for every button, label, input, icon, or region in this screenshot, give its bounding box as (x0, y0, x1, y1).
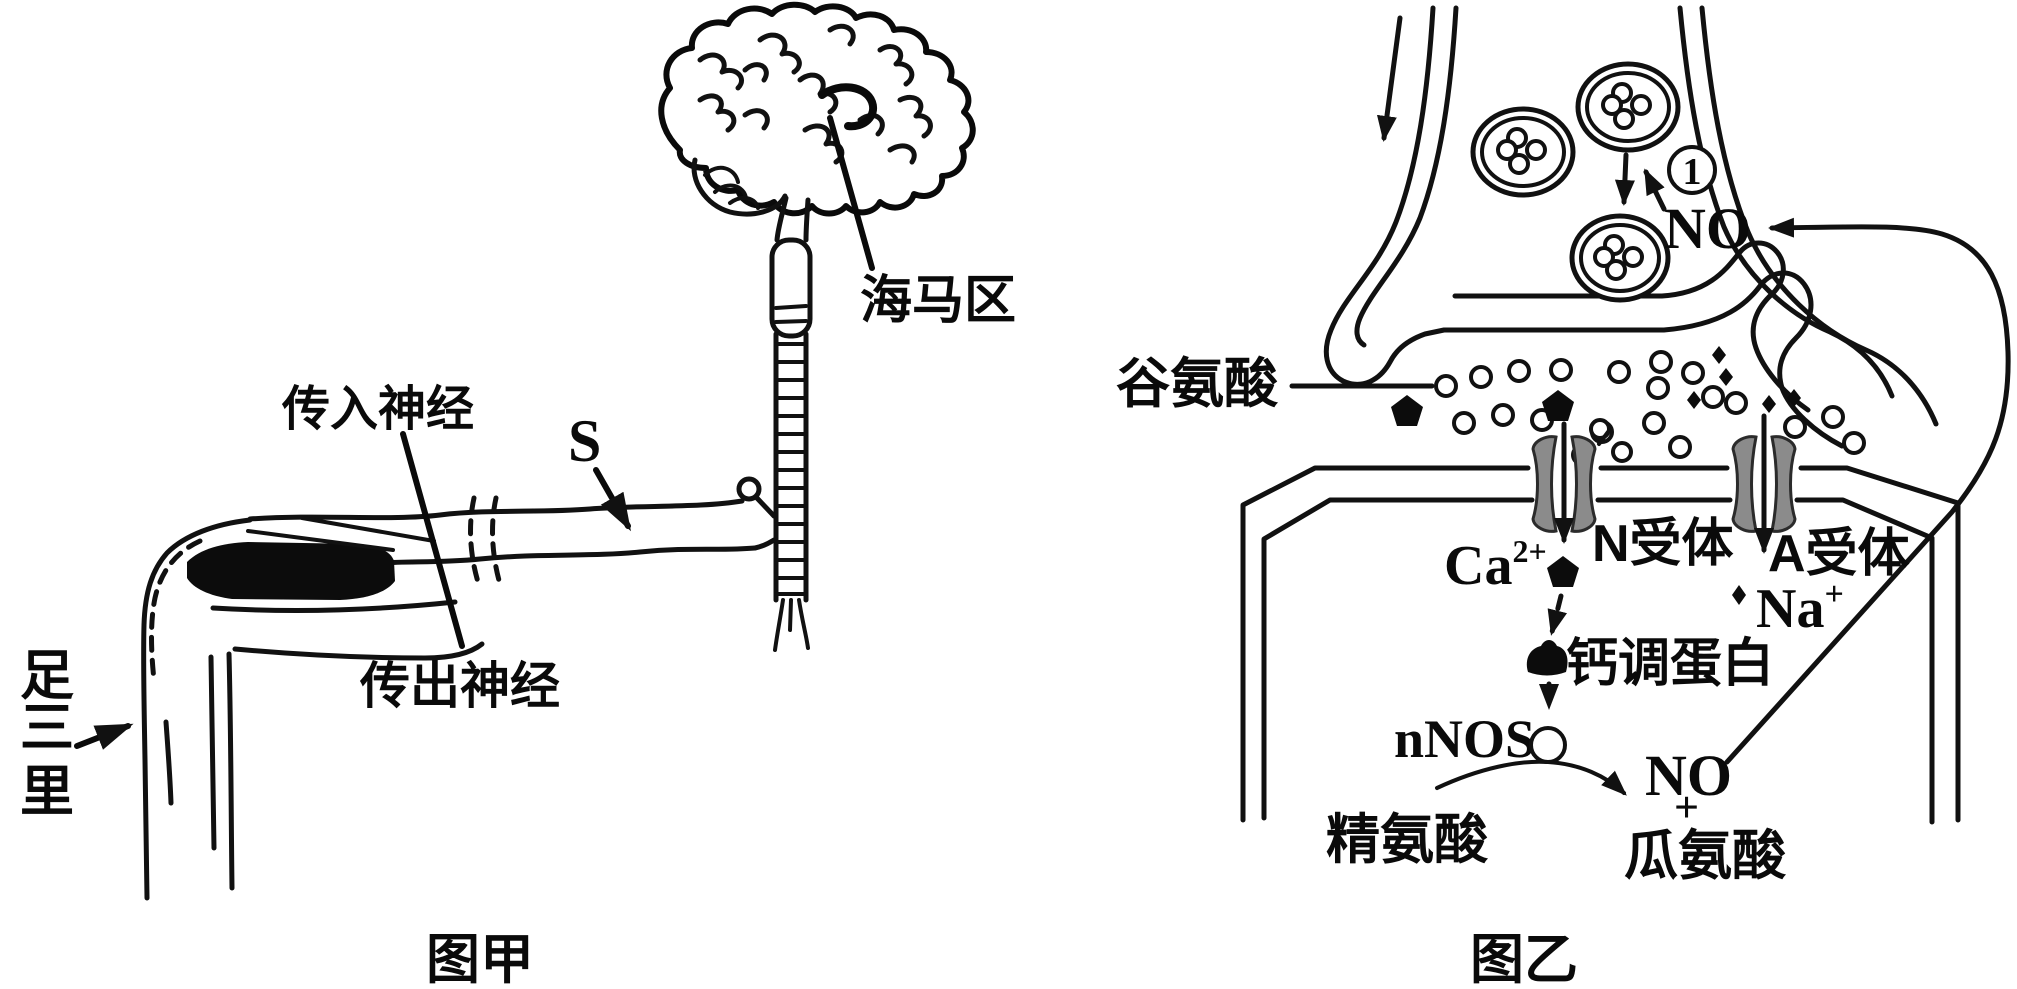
acupoint-label-char1: 足 (20, 646, 74, 706)
no-retrograde-path (1724, 217, 2011, 765)
hippocampus-region-mark (818, 83, 878, 131)
binding-tick (1597, 430, 1610, 446)
nnos-label: nNOS (1394, 709, 1535, 769)
no-bottom-label: NO (1645, 743, 1732, 808)
a-receptor-channel (1731, 435, 1797, 533)
vesicle (1470, 106, 1576, 198)
circled-one: 1 (1667, 145, 1717, 195)
step-one-arrow (1643, 168, 1667, 212)
exocytosis-arrow (1614, 152, 1635, 206)
vesicle-docked (1569, 213, 1671, 303)
nnos-enzyme (1529, 726, 1567, 764)
na-ion-inside (1732, 585, 1746, 605)
vesicle (1575, 61, 1681, 153)
figure-a-caption: 图甲 (426, 930, 534, 989)
glutamate-label: 谷氨酸 (1116, 354, 1279, 414)
hippocampus-pointer-line (827, 115, 875, 271)
leg-drawing (141, 516, 485, 901)
impulse-arrow (1376, 15, 1403, 142)
electrode-mark (468, 495, 481, 585)
calcium-label: Ca2+ (1444, 533, 1547, 597)
postsynaptic-membrane (1240, 465, 1961, 825)
figure-a-reflex-arc: 海马区 传入神经 传出神经 S 足 三 里 图甲 (20, 1, 1016, 989)
afferent-efferent-pointer-line (400, 431, 465, 649)
calmodulin-shape (1526, 640, 1568, 676)
stimulus-arrow (593, 467, 631, 532)
acupoint-label-char3: 里 (20, 762, 74, 822)
ganglion-loop (736, 476, 762, 502)
figure-b-synapse: 1 NO 谷氨酸 (1116, 5, 2011, 989)
arginine-label: 精氨酸 (1326, 810, 1489, 870)
citrulline-label: 瓜氨酸 (1624, 826, 1787, 886)
no-top-label: NO (1664, 196, 1751, 261)
brain-drawing (658, 1, 976, 217)
electrode-mark (490, 495, 503, 587)
muscle (187, 542, 395, 600)
synaptic-vesicles (1470, 61, 1681, 303)
figure-b-caption: 图乙 (1470, 930, 1578, 989)
acupoint-label-char2: 三 (20, 698, 74, 758)
plus-sign: + (1674, 783, 1699, 832)
svg-text:1: 1 (1683, 151, 1702, 193)
glutamate-molecules (1434, 350, 1866, 466)
stimulus-label: S (568, 408, 601, 474)
arginine-to-no-arc (1435, 759, 1627, 796)
ca-ion-inside (1547, 556, 1579, 587)
afferent-nerve-label: 传入神经 (281, 383, 474, 436)
efferent-nerve-label: 传出神经 (359, 658, 560, 714)
acupoint-arrow (74, 723, 134, 750)
sodium-label: Na+ (1756, 576, 1844, 640)
presynaptic-terminal (1323, 5, 1939, 449)
calcium-ion-pentagons (1391, 390, 1579, 587)
ca-to-calmodulin-arrow (1547, 593, 1568, 636)
hippocampus-label: 海马区 (860, 272, 1016, 330)
n-receptor-channel (1531, 435, 1597, 533)
nerve-bundle (247, 476, 777, 587)
vertebra-rungs (774, 342, 808, 596)
spinal-cord-drawing (769, 195, 813, 652)
n-receptor-label: N受体 (1592, 515, 1734, 573)
nerve-in-leg-dashed (149, 538, 203, 683)
calmodulin-label: 钙调蛋白 (1566, 635, 1774, 693)
a-receptor-label: A受体 (1768, 525, 1910, 583)
sodium-ion-diamonds (1687, 346, 1801, 605)
